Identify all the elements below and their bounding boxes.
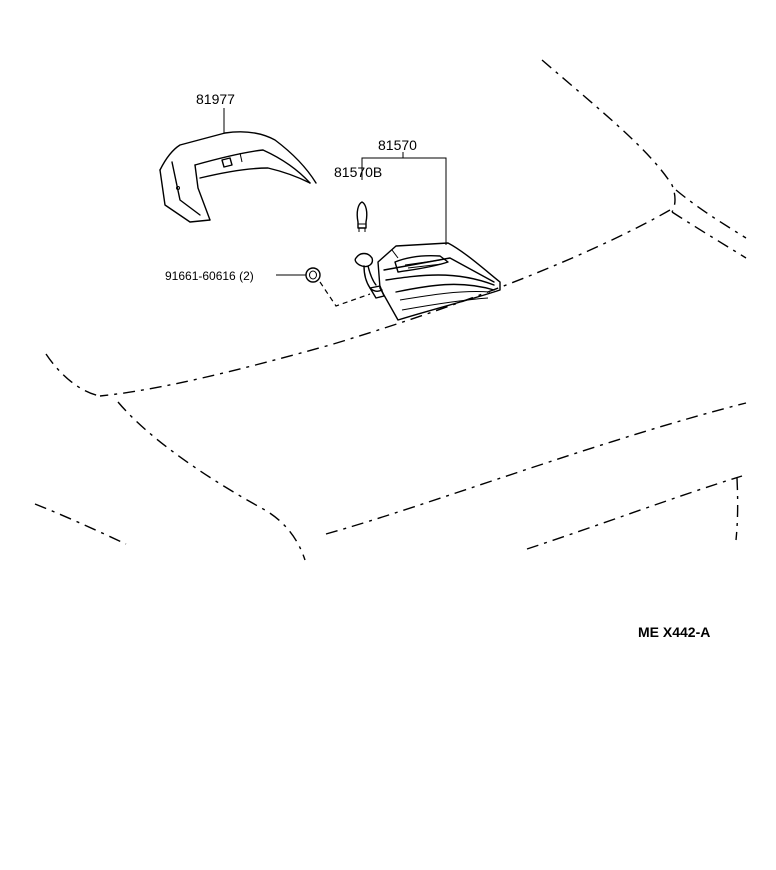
- clip-91661-60616: 91661-60616 (2): [165, 267, 371, 307]
- lamp-assy-81570: 81570: [354, 137, 501, 321]
- part-label-91661-60616: 91661-60616 (2): [165, 269, 254, 283]
- part-label-81570: 81570: [378, 137, 417, 153]
- car-body-outline: [34, 59, 747, 561]
- part-label-81977: 81977: [196, 91, 235, 107]
- bulb-81570B: 81570B: [334, 164, 382, 232]
- part-label-81570B: 81570B: [334, 164, 382, 180]
- cover-81977: 81977: [159, 91, 317, 223]
- diagram-code: ME X442-A: [638, 624, 710, 640]
